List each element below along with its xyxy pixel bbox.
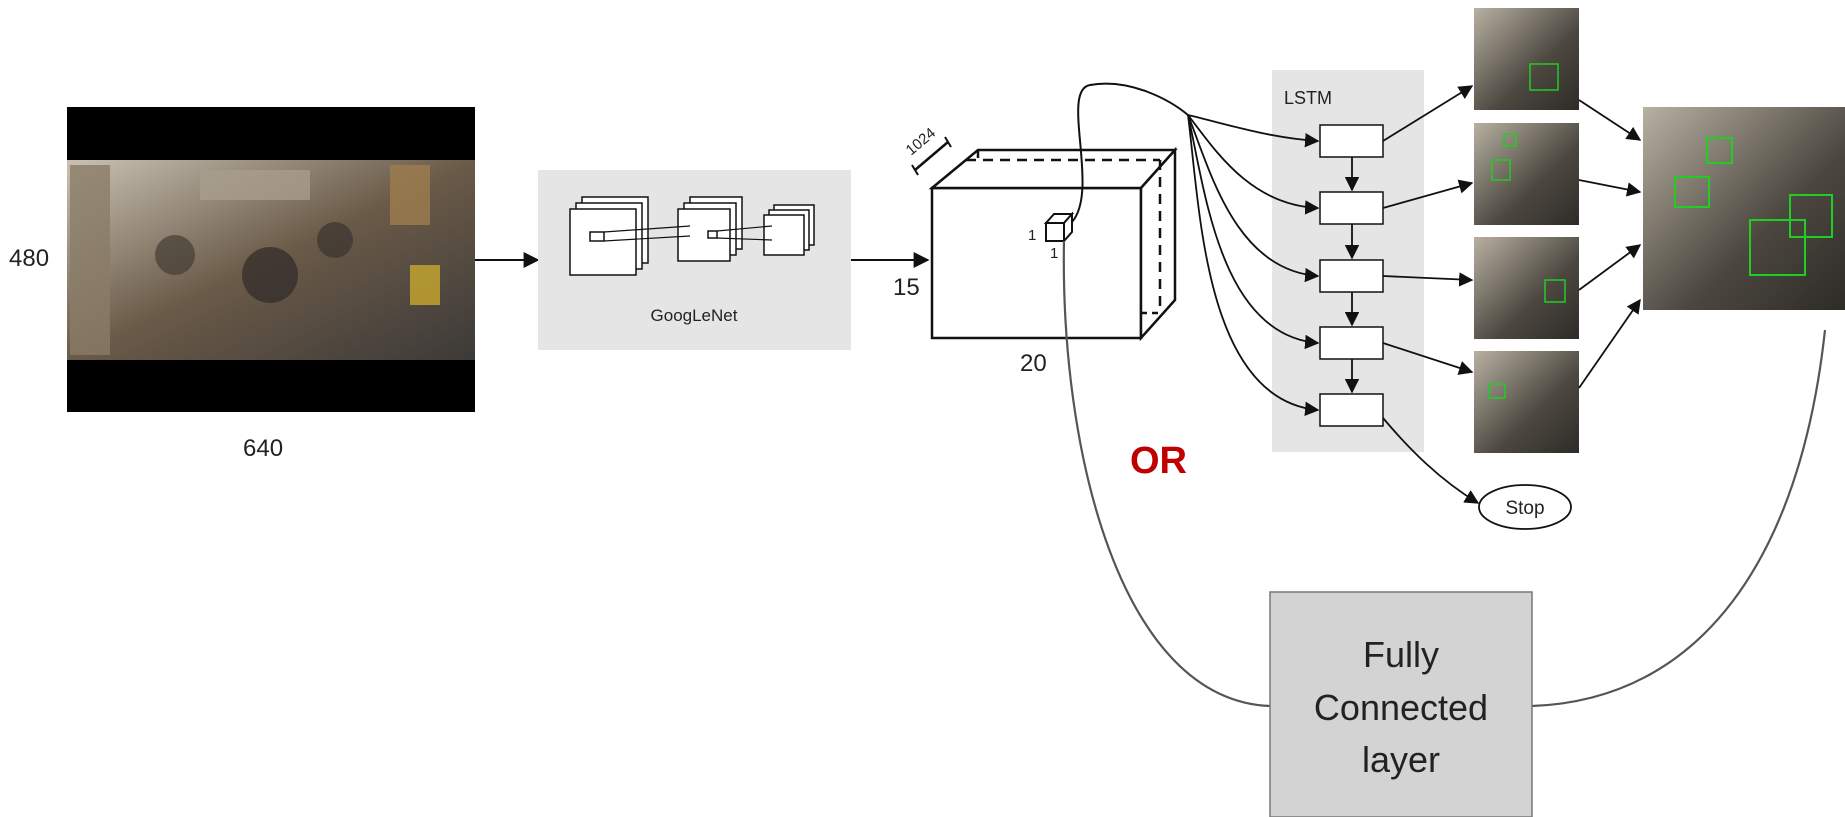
thumbnail-4: [1474, 351, 1579, 453]
featuremap-width-label: 20: [1020, 350, 1047, 377]
input-height-label: 480: [9, 245, 49, 272]
fc-label-line3: layer: [1362, 739, 1440, 780]
input-width-label: 640: [243, 435, 283, 462]
or-label: OR: [1130, 440, 1187, 482]
featuremap-height-label: 15: [893, 274, 920, 301]
input-image: [67, 107, 475, 412]
stop-label: Stop: [1505, 498, 1544, 519]
merge-arrows: [1579, 100, 1640, 388]
thumbnail-3: [1474, 237, 1579, 339]
fc-label-line1: Fully: [1363, 634, 1439, 675]
googlenet-label: GoogLeNet: [651, 306, 738, 325]
cell-label-a: 1: [1028, 227, 1036, 244]
cell-label-b: 1: [1050, 245, 1058, 262]
lstm-label: LSTM: [1284, 88, 1332, 108]
thumbnail-2: [1474, 123, 1579, 225]
thumbnail-1: [1474, 8, 1579, 110]
feature-map-block: [912, 137, 1175, 338]
final-detection-image: [1643, 107, 1845, 310]
fc-label-line2: Connected: [1314, 687, 1488, 728]
lstm-panel: [1272, 70, 1424, 452]
